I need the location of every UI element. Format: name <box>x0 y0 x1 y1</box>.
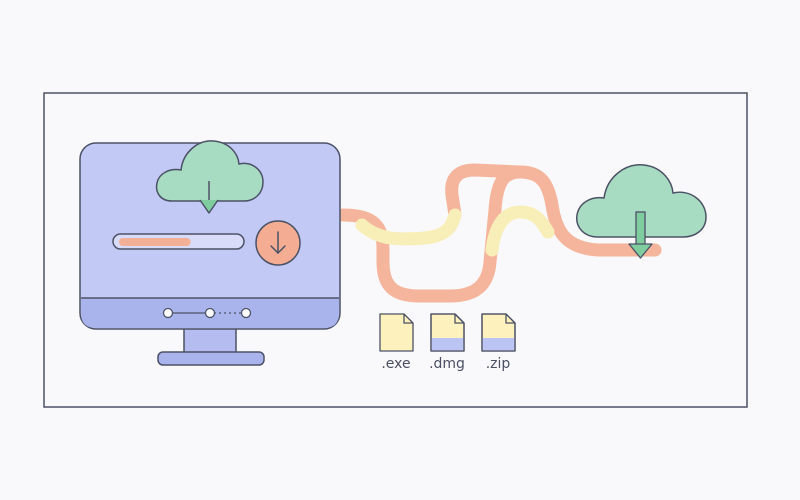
file-fold <box>403 314 413 324</box>
file-label-zip: .zip <box>485 356 511 372</box>
illustration-frame <box>43 92 748 408</box>
arrow-down-icon-shaft <box>635 211 646 247</box>
cloud-icon <box>155 140 264 202</box>
file-outline <box>430 313 465 352</box>
arrow-down-icon-head <box>270 245 286 254</box>
file-outline <box>481 313 516 352</box>
step-dot-2 <box>204 307 216 319</box>
monitor-stand <box>183 326 237 356</box>
progress-fill <box>119 238 191 246</box>
destination-cloud-download-icon <box>576 164 707 259</box>
cable-yellow <box>355 208 462 246</box>
screen-cloud-download-icon <box>155 140 264 214</box>
file-band <box>431 338 464 351</box>
file-label-exe: .exe <box>381 356 411 372</box>
cable-orange-loop <box>445 163 527 222</box>
file-fold <box>454 314 464 324</box>
file-exe <box>379 313 414 352</box>
step-dot-1 <box>162 307 174 319</box>
step-dot-3 <box>240 307 252 319</box>
cable-orange <box>336 165 662 303</box>
cloud-icon <box>576 164 707 238</box>
file-fold <box>505 314 515 324</box>
file-zip <box>481 313 516 352</box>
file-band <box>482 338 515 351</box>
file-icon <box>379 313 414 352</box>
file-label-dmg: .dmg <box>429 356 465 372</box>
file-dmg <box>430 313 465 352</box>
monitor-base <box>157 351 265 366</box>
arrow-down-icon <box>628 243 653 259</box>
download-button[interactable] <box>255 220 301 266</box>
arrow-down-icon <box>199 199 219 214</box>
cable-yellow-2 <box>485 205 555 257</box>
